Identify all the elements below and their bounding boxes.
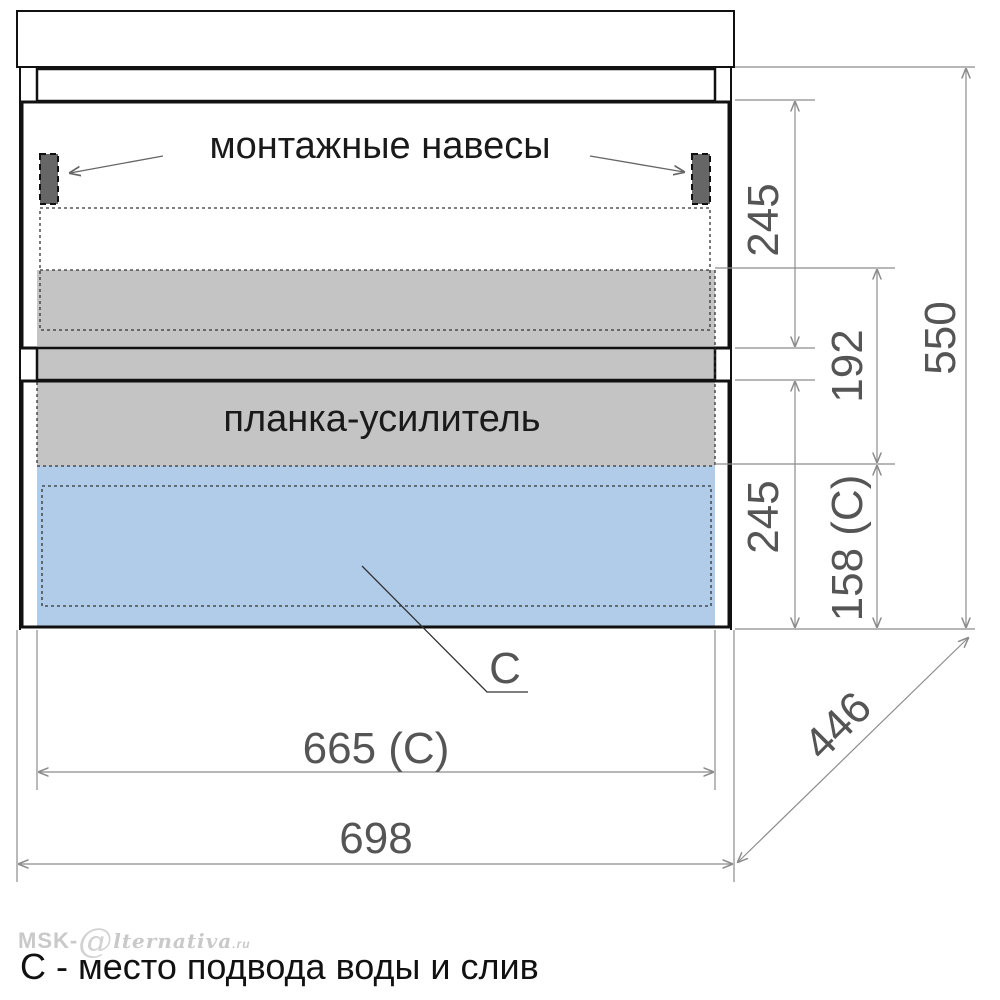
dim-depth: 446 [794, 682, 881, 769]
dim-middle: 192 [823, 329, 872, 402]
watermark-at: @ [78, 921, 114, 961]
watermark-tld: .ru [232, 937, 251, 951]
watermark-rest: lternativa [113, 929, 233, 953]
right-extension-lines [715, 66, 975, 630]
watermark-prefix: MSK- [18, 928, 79, 953]
dim-c-height: 158 (С) [823, 475, 872, 622]
blue-c-zone [37, 466, 715, 627]
left-hinge-icon [39, 153, 59, 205]
countertop [16, 10, 735, 68]
dim-lower-drawer: 245 [739, 480, 788, 553]
top-rail [35, 67, 717, 103]
upper-gray-zone [37, 270, 715, 348]
bar-label: планка-усилитель [223, 398, 540, 440]
dim-c-width: 665 (С) [303, 724, 450, 773]
right-hinge-icon [691, 153, 711, 205]
dim-depth-line [738, 638, 968, 862]
right-hinge-pointer [589, 155, 684, 172]
c-marker-label: С [489, 644, 521, 693]
c-leader-line [361, 565, 528, 693]
lower-drawer [20, 379, 731, 629]
c-zone-dotted [41, 485, 712, 607]
bottom-extension-lines [16, 630, 735, 882]
lower-gray-zone [37, 382, 715, 466]
watermark-logo: MSK-@lternativa.ru [18, 917, 251, 961]
footnote: С - место подвода воды и слив [20, 946, 539, 987]
dim-upper-drawer: 245 [739, 183, 788, 256]
middle-rail [35, 346, 717, 382]
left-hinge-pointer [70, 155, 164, 173]
mounting-label: монтажные навесы [209, 125, 550, 167]
dim-total-height: 550 [916, 301, 965, 374]
dim-total-width: 698 [339, 814, 412, 863]
